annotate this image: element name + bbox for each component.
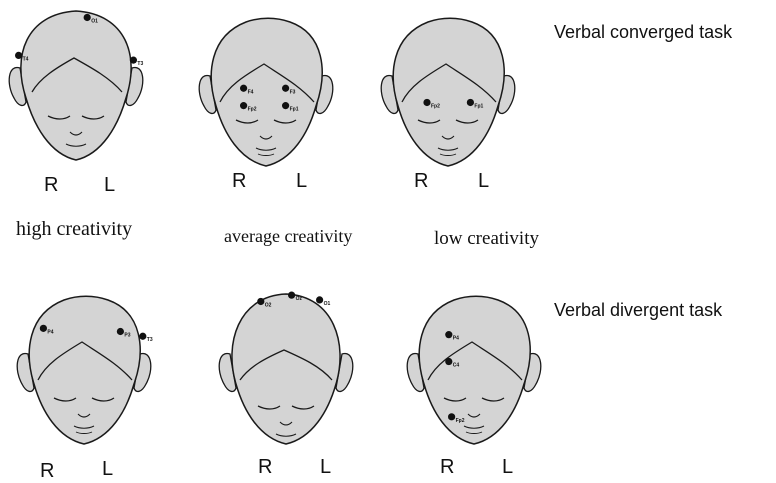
side-label-left: L [502, 456, 513, 479]
head-outline [419, 296, 530, 444]
electrode-label: Fp2 [456, 418, 465, 424]
head-outline [393, 18, 504, 166]
electrode-dot [282, 85, 289, 92]
electrode-label: O2 [265, 302, 272, 308]
side-label-left: L [320, 456, 331, 479]
side-label-left: L [296, 170, 307, 193]
head-diagram-low-converged: Fp2 Fp1 [378, 14, 518, 172]
side-label-right: R [40, 460, 54, 483]
electrode-dot [423, 99, 430, 106]
electrode-label: Fp2 [431, 103, 440, 109]
head-outline [232, 294, 340, 444]
creativity-label-high: high creativity [16, 218, 132, 241]
electrode-label: O1 [324, 301, 331, 307]
creativity-label-low: low creativity [434, 228, 539, 250]
head-drawing: Fp2 Fp1 [378, 14, 518, 172]
electrode-dot [448, 413, 455, 420]
electrode-label: Fp1 [290, 107, 299, 113]
electrode-dot [467, 99, 474, 106]
electrode-dot [445, 331, 452, 338]
task-label-converged: Verbal converged task [554, 22, 732, 43]
electrode-dot [130, 57, 137, 64]
electrode-label: O1 [91, 18, 98, 24]
head-outline [29, 296, 140, 444]
electrode-dot [117, 328, 124, 335]
electrode-label: F4 [248, 89, 254, 95]
side-label-left: L [104, 174, 115, 197]
creativity-label-average: average creativity [224, 226, 352, 247]
electrode-label: P4 [47, 329, 53, 335]
electrode-dot [240, 102, 247, 109]
electrode-dot [257, 298, 264, 305]
side-label-right: R [232, 170, 246, 193]
electrode-dot [282, 102, 289, 109]
electrode-label: T3 [147, 337, 153, 343]
side-label-left: L [102, 458, 113, 481]
task-label-divergent: Verbal divergent task [554, 300, 722, 321]
electrode-label: Fp1 [474, 103, 483, 109]
electrode-label: P3 [124, 333, 130, 339]
side-label-left: L [478, 170, 489, 193]
head-outline [21, 11, 131, 160]
electrode-label: Oz [296, 296, 303, 302]
side-label-right: R [414, 170, 428, 193]
electrode-dot [240, 85, 247, 92]
electrode-label: T4 [23, 56, 29, 62]
side-label-right: R [258, 456, 272, 479]
electrode-dot [40, 325, 47, 332]
side-label-right: R [44, 174, 58, 197]
side-label-right: R [440, 456, 454, 479]
electrode-dot [84, 14, 91, 21]
electrode-dot [445, 358, 452, 365]
electrode-dot [316, 296, 323, 303]
head-outline [211, 18, 322, 166]
electrode-label: T3 [137, 61, 143, 67]
electrode-label: C4 [453, 363, 460, 369]
electrode-dot [139, 333, 146, 340]
electrode-label: Fp2 [248, 107, 257, 113]
electrode-label: P4 [453, 336, 459, 342]
electrode-dot [288, 292, 295, 299]
head-drawing: O1T4T3 [6, 8, 146, 166]
electrode-label: F3 [290, 89, 296, 95]
electrode-dot [15, 52, 22, 59]
